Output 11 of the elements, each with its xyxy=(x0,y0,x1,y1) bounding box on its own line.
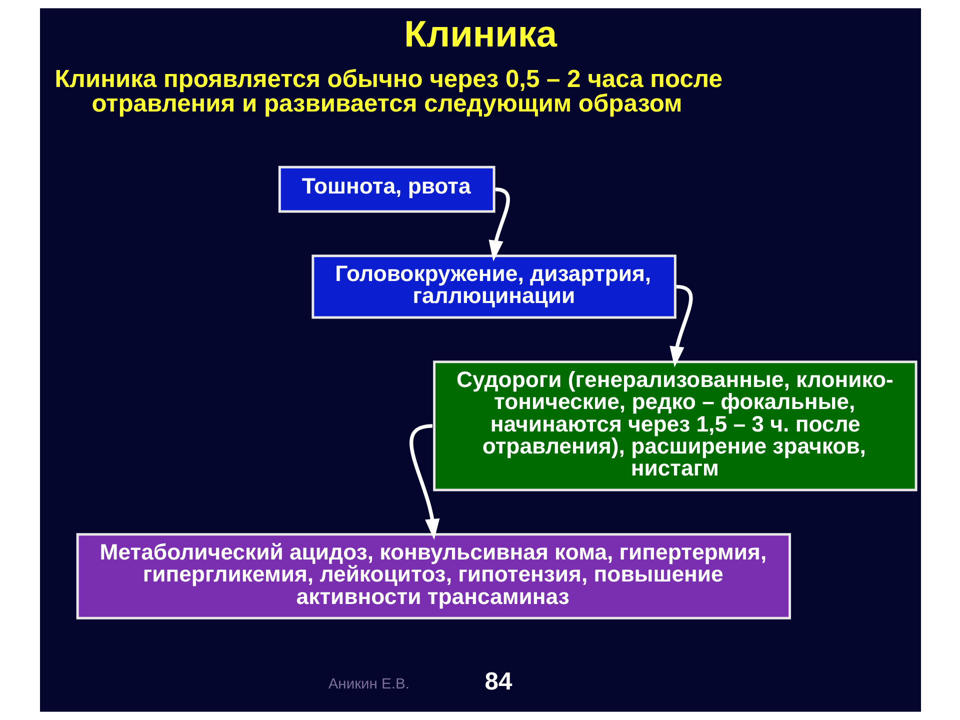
label: Аникин Е.В. xyxy=(328,676,409,692)
label: Клиника проявляется обычно через 0,5 – 2 часа после отравления и развивается следующим образом xyxy=(54,66,722,118)
diagram-title: Клиника xyxy=(404,13,556,54)
node-box: Тошнота, рвота xyxy=(278,166,495,213)
node-box: Головокружение, дизартрия, галлюцинации xyxy=(311,254,676,319)
arrow xyxy=(409,424,440,540)
arrow xyxy=(669,284,692,368)
node-box: Метаболический ацидоз, конвульсивная кома, гипертермия, гипергликемия, лейкоцитоз, гипотензия, повышение активности трансаминаз xyxy=(76,533,790,620)
node-box: Судороги (генерализованные, клонико-тонические, редко – фокальные, начинаются через 1,5 – 3 ч. после отравления), расширение зрачков, нистагм xyxy=(432,360,917,492)
arrow xyxy=(488,188,510,262)
label: 84 xyxy=(484,668,512,696)
